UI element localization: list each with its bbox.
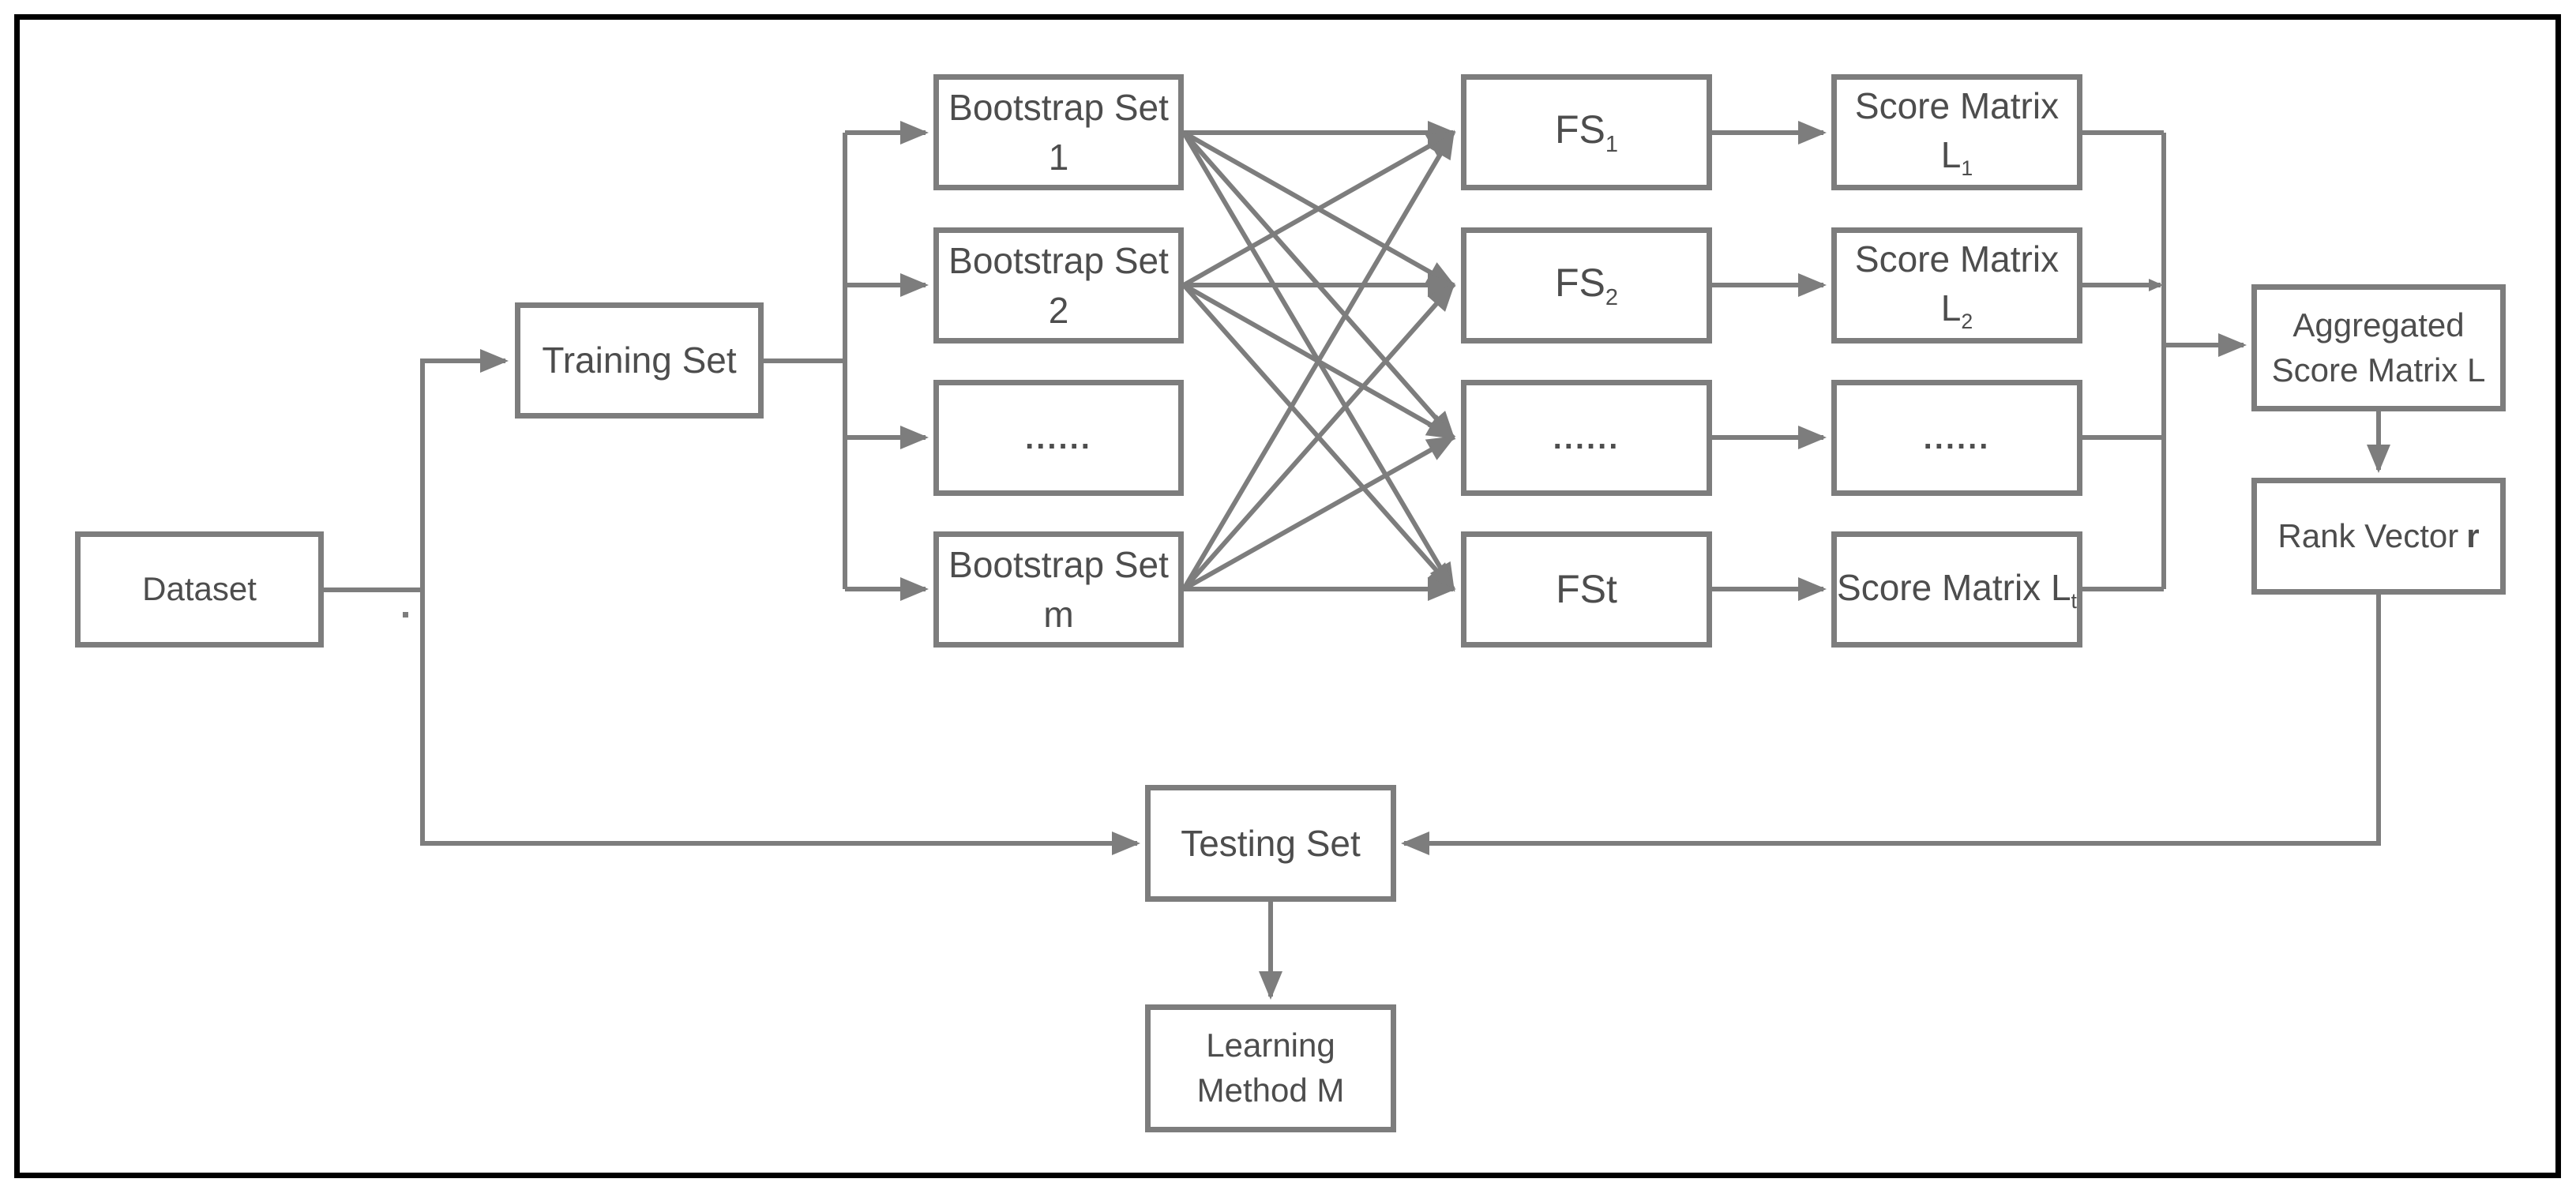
- node-bootstrap-dots-label: ......: [1025, 420, 1092, 456]
- node-learning-method: Learning Method M: [1145, 1004, 1396, 1132]
- node-bootstrap-set-2-label: Bootstrap Set 2: [948, 240, 1169, 331]
- node-score-matrix-2-label: Score Matrix L2: [1854, 238, 2060, 334]
- node-bootstrap-set-1-label: Bootstrap Set 1: [948, 87, 1169, 178]
- node-aggregated-score-matrix: Aggregated Score Matrix L: [2251, 284, 2506, 411]
- node-fs-dots: ......: [1461, 380, 1712, 496]
- node-fs-2: FS2: [1461, 227, 1712, 343]
- edges-dataset: [324, 349, 1140, 855]
- outer-frame: [14, 14, 2561, 1178]
- edges-fs-to-score: [1712, 121, 1827, 601]
- node-training-set-label: Training Set: [542, 340, 737, 381]
- node-fs-2-label: FS2: [1554, 261, 1619, 311]
- node-fs-dots-label: ......: [1553, 420, 1620, 456]
- node-training-set: Training Set: [515, 302, 764, 419]
- node-dataset: Dataset: [75, 531, 324, 648]
- node-score-matrix-2: Score Matrix L2: [1831, 227, 2082, 343]
- edge-bm-fs2: [1181, 283, 1455, 591]
- node-score-matrix-t: Score Matrix Lt: [1831, 531, 2082, 648]
- node-fs-t-label: FSt: [1556, 566, 1617, 611]
- edge-junction-to-testing: [420, 590, 1140, 855]
- edge-junction-to-training: [420, 349, 509, 590]
- node-bootstrap-set-dots: ......: [933, 380, 1184, 496]
- node-fs-t: FSt: [1461, 531, 1712, 648]
- edges-score-to-aggregated: [2082, 130, 2247, 591]
- node-score-matrix-1: Score Matrix L1: [1831, 74, 2082, 190]
- node-bootstrap-set-m: Bootstrap Set m: [933, 531, 1184, 648]
- edges-bootstrap-to-fs: [1181, 121, 1456, 601]
- node-fs-1-label: FS1: [1554, 107, 1619, 158]
- edge-bm-fs1: [1181, 130, 1455, 591]
- node-score-matrix-1-label: Score Matrix L1: [1854, 85, 2060, 181]
- node-score-matrix-dots: ......: [1831, 380, 2082, 496]
- node-score-matrix-dots-label: ......: [1923, 420, 1991, 456]
- edge-bm-fsdots: [1182, 435, 1456, 591]
- edges-right-column: [1401, 411, 2390, 855]
- node-bootstrap-set-1: Bootstrap Set 1: [933, 74, 1184, 190]
- node-testing-set-label: Testing Set: [1181, 822, 1361, 864]
- node-bootstrap-set-2: Bootstrap Set 2: [933, 227, 1184, 343]
- node-score-matrix-t-label: Score Matrix Lt: [1837, 567, 2077, 614]
- node-aggregated-label: Aggregated Score Matrix L: [2271, 306, 2486, 389]
- edge-rank-testing: [1401, 595, 2381, 855]
- node-fs-1: FS1: [1461, 74, 1712, 190]
- stray-dot: [403, 612, 408, 618]
- node-bootstrap-set-m-label: Bootstrap Set m: [948, 544, 1169, 635]
- edge-b2-fs1: [1182, 130, 1456, 287]
- edges-training-to-bootstrap: [764, 121, 929, 601]
- node-testing-set: Testing Set: [1145, 785, 1396, 902]
- node-dataset-label: Dataset: [142, 570, 257, 608]
- node-learning-method-label: Learning Method M: [1196, 1027, 1345, 1109]
